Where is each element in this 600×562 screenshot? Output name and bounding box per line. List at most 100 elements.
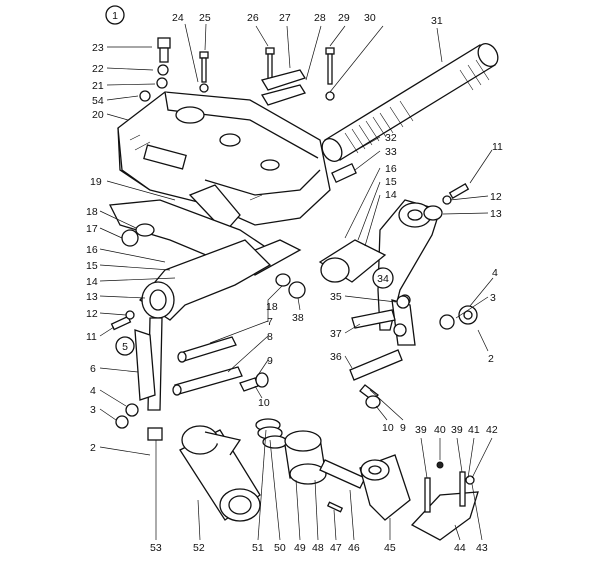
label-30: 30 bbox=[364, 12, 376, 24]
bolt-25 bbox=[199, 51, 209, 93]
label-35: 35 bbox=[330, 291, 342, 303]
label-50: 50 bbox=[274, 542, 286, 554]
ring-18 bbox=[135, 223, 155, 237]
callout-circle-5 bbox=[115, 336, 135, 356]
bearing-4 bbox=[125, 403, 139, 417]
label-22: 22 bbox=[92, 63, 104, 75]
label-23: 23 bbox=[92, 42, 104, 54]
label-4: 4 bbox=[90, 385, 96, 397]
label-41: 41 bbox=[468, 424, 480, 436]
guard-44 bbox=[410, 471, 479, 541]
label-2-right: 2 bbox=[488, 353, 494, 365]
block-53 bbox=[147, 427, 163, 441]
label-7: 7 bbox=[267, 316, 273, 328]
label-39: 39 bbox=[415, 424, 427, 436]
label-54: 54 bbox=[92, 95, 104, 107]
seal-18 bbox=[275, 273, 291, 287]
label-3-right: 3 bbox=[490, 292, 496, 304]
ring-10r bbox=[365, 395, 381, 409]
label-17: 17 bbox=[86, 223, 98, 235]
cap-38 bbox=[288, 281, 306, 299]
label-16-right: 16 bbox=[385, 163, 397, 175]
label-36: 36 bbox=[330, 351, 342, 363]
label-48: 48 bbox=[312, 542, 324, 554]
label-19: 19 bbox=[90, 176, 102, 188]
label-15-right: 15 bbox=[385, 176, 397, 188]
label-37: 37 bbox=[330, 328, 342, 340]
label-4-right: 4 bbox=[492, 267, 498, 279]
label-18-lower: 18 bbox=[266, 301, 278, 313]
label-51: 51 bbox=[252, 542, 264, 554]
label-11-right: 11 bbox=[492, 141, 503, 153]
label-21: 21 bbox=[92, 80, 104, 92]
bolt-29 bbox=[325, 47, 335, 85]
leader-lines bbox=[99, 23, 494, 541]
ring-3r bbox=[439, 314, 455, 330]
washer-22 bbox=[157, 64, 169, 76]
splined-shaft bbox=[321, 43, 499, 162]
label-9-right: 9 bbox=[400, 422, 406, 434]
label-39b: 39 bbox=[451, 424, 463, 436]
label-6: 6 bbox=[90, 363, 96, 375]
rod-45 bbox=[359, 454, 411, 521]
label-20: 20 bbox=[92, 109, 104, 121]
callout-1: 1 bbox=[112, 10, 118, 22]
key-33 bbox=[331, 162, 357, 184]
label-24: 24 bbox=[172, 12, 184, 24]
clamp-28 bbox=[260, 84, 306, 106]
callout-5: 5 bbox=[122, 341, 128, 353]
label-25: 25 bbox=[199, 12, 211, 24]
part-number-labels: 1 5 34 23 22 21 54 20 24 25 26 27 28 29 … bbox=[86, 10, 503, 554]
label-40: 40 bbox=[434, 424, 446, 436]
washer-35 bbox=[396, 295, 410, 309]
label-10-right: 10 bbox=[382, 422, 394, 434]
label-42: 42 bbox=[486, 424, 498, 436]
label-3: 3 bbox=[90, 404, 96, 416]
cylinder-52 bbox=[179, 425, 261, 522]
label-52: 52 bbox=[193, 542, 205, 554]
label-12: 12 bbox=[86, 308, 98, 320]
label-14: 14 bbox=[86, 276, 98, 288]
label-44: 44 bbox=[454, 542, 466, 554]
pin-37 bbox=[351, 309, 396, 329]
callout-circle-1 bbox=[105, 5, 125, 25]
label-11: 11 bbox=[86, 331, 97, 343]
pin-36 bbox=[349, 349, 403, 381]
label-18: 18 bbox=[86, 206, 98, 218]
clip-9 bbox=[239, 377, 259, 392]
label-38: 38 bbox=[292, 312, 304, 324]
nut-21 bbox=[156, 77, 168, 89]
label-45: 45 bbox=[384, 542, 396, 554]
label-16: 16 bbox=[86, 244, 98, 256]
label-53: 53 bbox=[150, 542, 162, 554]
pin-7 bbox=[179, 336, 237, 362]
label-43: 43 bbox=[476, 542, 488, 554]
pin-47 bbox=[326, 501, 344, 513]
nut-40 bbox=[436, 461, 444, 469]
ring-10 bbox=[255, 372, 269, 388]
label-27: 27 bbox=[279, 12, 291, 24]
label-13-right: 13 bbox=[490, 208, 502, 220]
callout-34: 34 bbox=[377, 273, 389, 285]
washer-12r bbox=[442, 195, 452, 205]
pin-8 bbox=[174, 366, 243, 395]
ring-3 bbox=[115, 415, 129, 429]
callout-circle-34 bbox=[372, 267, 394, 289]
washer-30 bbox=[325, 91, 335, 101]
washer-12 bbox=[125, 310, 135, 320]
label-2: 2 bbox=[90, 442, 96, 454]
label-29: 29 bbox=[338, 12, 350, 24]
label-12-right: 12 bbox=[490, 191, 502, 203]
label-33: 33 bbox=[385, 146, 397, 158]
bolt-11r bbox=[448, 183, 470, 199]
bolt-23 bbox=[157, 37, 171, 63]
label-8: 8 bbox=[267, 331, 273, 343]
piston-assembly bbox=[255, 418, 366, 489]
label-10: 10 bbox=[258, 397, 270, 409]
label-15: 15 bbox=[86, 260, 98, 272]
plug-17 bbox=[121, 229, 139, 247]
plug-54 bbox=[139, 90, 151, 102]
label-28: 28 bbox=[314, 12, 326, 24]
lift-housing bbox=[117, 91, 331, 233]
